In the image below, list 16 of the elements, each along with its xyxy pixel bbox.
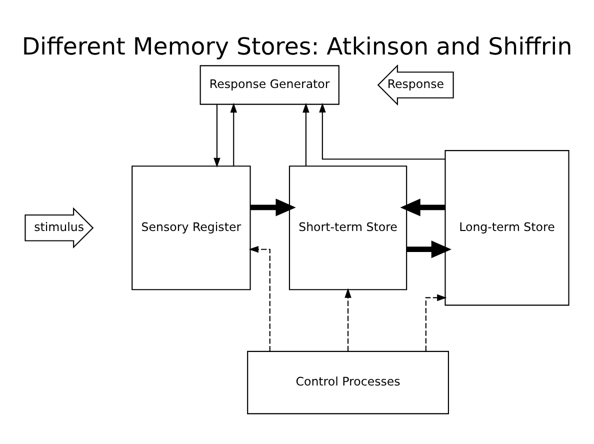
arrow bbox=[344, 288, 352, 351]
arrow bbox=[214, 104, 220, 168]
arrow bbox=[302, 102, 310, 166]
arrow bbox=[406, 240, 452, 258]
node-box: Long-term Store bbox=[444, 150, 570, 306]
arrow bbox=[400, 198, 446, 216]
arrow bbox=[250, 198, 296, 216]
node-box: Response Generator bbox=[200, 64, 340, 104]
diagram-title: Different Memory Stores: Atkinson and Shiffrin bbox=[22, 32, 572, 60]
node-box: Sensory Register bbox=[132, 165, 251, 290]
node-box: Short-term Store bbox=[288, 165, 408, 290]
arrow bbox=[319, 102, 446, 160]
node-box: Control Processes bbox=[247, 350, 449, 414]
arrow bbox=[230, 102, 238, 166]
arrow bbox=[425, 294, 447, 350]
arrow bbox=[248, 245, 270, 351]
